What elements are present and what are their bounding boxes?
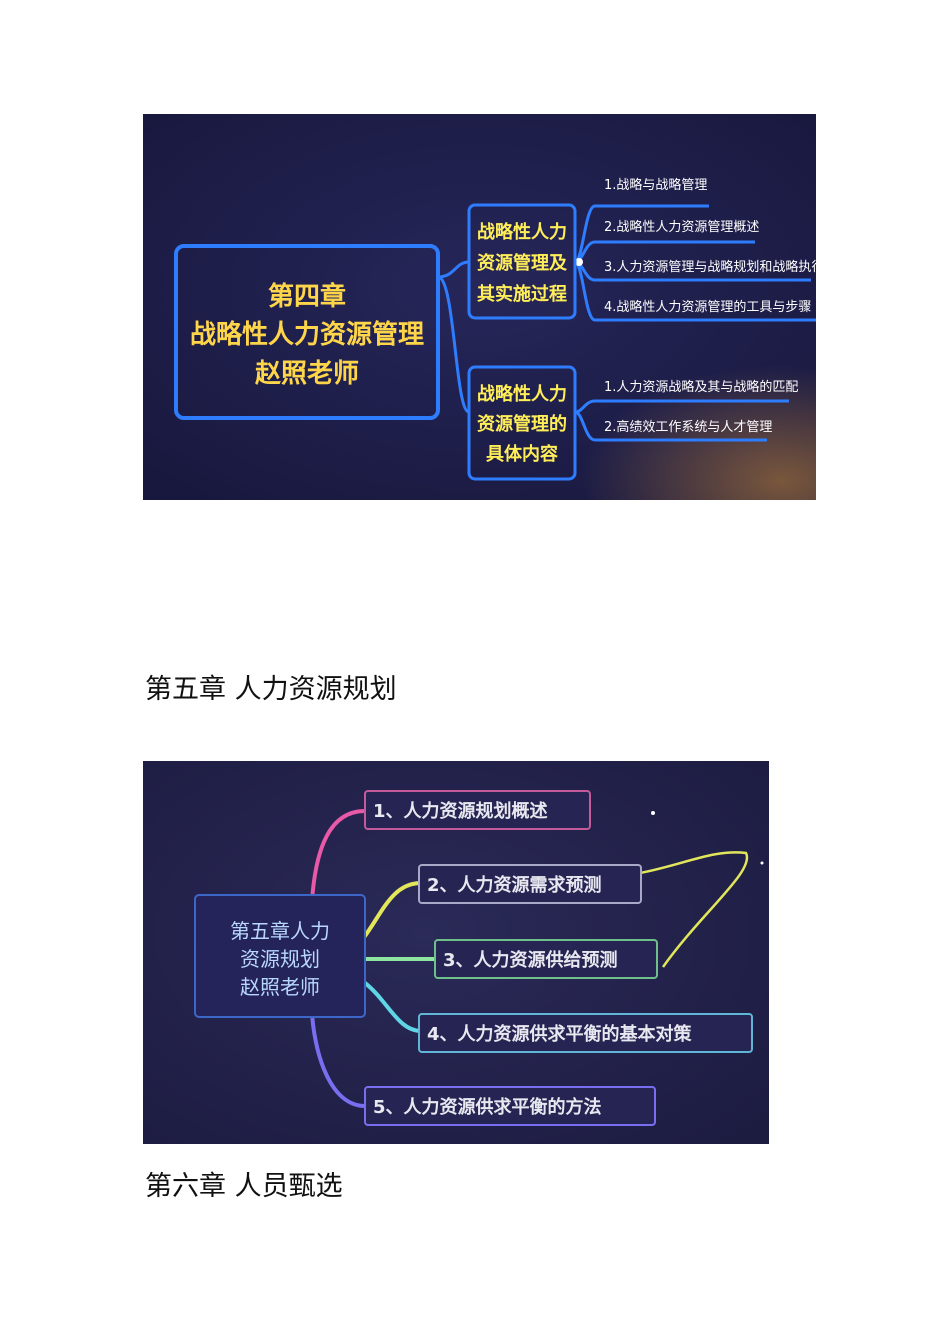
branch-node-box [467, 365, 577, 481]
mindmap-item: 2、人力资源需求预测 [427, 874, 602, 896]
branch1-label-line: 战略性人力 [477, 221, 567, 243]
mindmap-item: 4、人力资源供求平衡的基本对策 [427, 1023, 693, 1045]
central-node-box [194, 894, 366, 1018]
central-title: 第四章 [268, 281, 346, 312]
mindmap-chapter5: 第五章人力 资源规划 赵照老师 1、人力资源规划概述 2、人力资源需求预测 3、… [143, 761, 769, 1144]
leaf-item: 3.人力资源管理与战略规划和战略执行 [604, 259, 816, 275]
branch-node-box [467, 203, 577, 320]
branch2-label-line: 战略性人力 [477, 383, 567, 405]
mindmap-item: 1、人力资源规划概述 [373, 800, 548, 822]
central-line: 第五章人力 [230, 919, 330, 943]
central-line: 资源规划 [240, 947, 320, 971]
central-line: 赵照老师 [240, 975, 320, 999]
mindmap-chapter5-image: 第五章人力 资源规划 赵照老师 1、人力资源规划概述 2、人力资源需求预测 3、… [143, 761, 769, 1144]
chapter6-heading: 第六章 人员甄选 [145, 1171, 343, 1202]
leaf-item: 2.高绩效工作系统与人才管理 [604, 419, 772, 435]
leaf-item: 2.战略性人力资源管理概述 [604, 219, 759, 235]
mindmap-item: 3、人力资源供给预测 [443, 949, 618, 971]
leaf-item: 1.人力资源战略及其与战略的匹配 [604, 379, 798, 395]
chapter5-heading: 第五章 人力资源规划 [145, 674, 397, 705]
branch1-label-line: 资源管理及 [477, 252, 568, 274]
mindmap-chapter4: 第四章 战略性人力资源管理 赵照老师 战略性人力 资源管理及 其实施过程 战略性… [143, 114, 816, 500]
branch2-label-line: 资源管理的 [477, 413, 567, 435]
mindmap-chapter4-image: 第四章 战略性人力资源管理 赵照老师 战略性人力 资源管理及 其实施过程 战略性… [143, 114, 816, 500]
leaf-item: 4.战略性人力资源管理的工具与步骤 [604, 299, 811, 315]
central-subtitle: 战略性人力资源管理 [190, 319, 424, 350]
mindmap-item: 5、人力资源供求平衡的方法 [373, 1096, 602, 1118]
branch1-label-line: 其实施过程 [477, 283, 567, 305]
leaf-item: 1.战略与战略管理 [604, 177, 707, 193]
branch2-label-line: 具体内容 [486, 443, 558, 465]
central-teacher: 赵照老师 [254, 359, 359, 389]
central-node-box [174, 244, 440, 420]
